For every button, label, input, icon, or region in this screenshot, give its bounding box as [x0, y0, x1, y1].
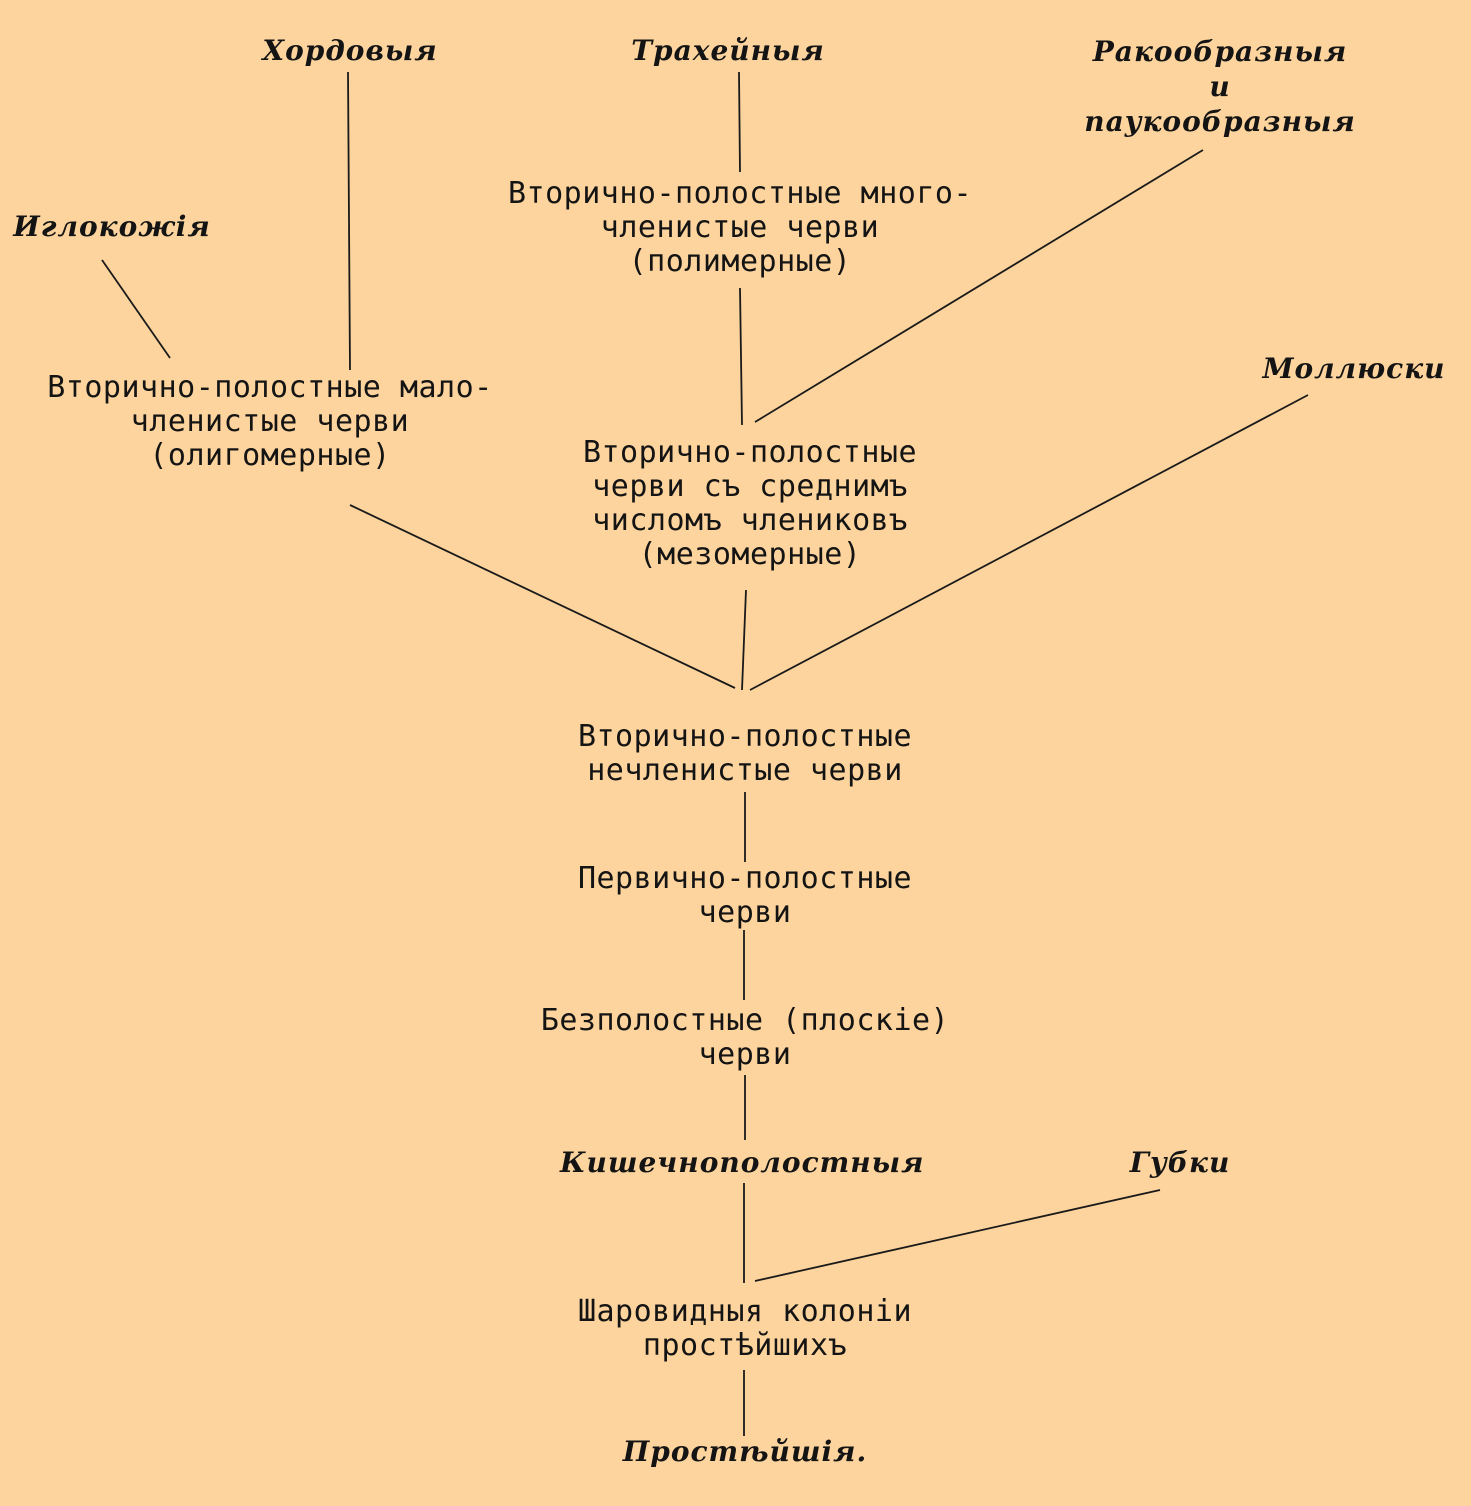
- node-sponges: Губки: [1110, 1146, 1250, 1180]
- edge-polymeric-to-mesomeric: [739, 287, 743, 426]
- node-molluscs: Моллюски: [1254, 352, 1454, 386]
- edge-chordates-to-oligomeric: [347, 71, 351, 371]
- node-label-line: Вторично-полостные мало-: [47, 370, 493, 405]
- node-label-line: Хордовыя: [262, 34, 438, 67]
- node-label-line: Вторично-полостные: [582, 435, 918, 470]
- node-flatworms: Безполостные (плоскіе)черви: [520, 1004, 970, 1072]
- node-label-line: черви съ среднимъ: [592, 469, 908, 504]
- node-oligomeric-worms: Вторично-полостные мало-членистые черви(…: [20, 371, 520, 473]
- node-label-line: членистые черви: [130, 404, 410, 439]
- node-label-line: Трахейныя: [631, 34, 825, 67]
- node-label-line: черви: [698, 895, 792, 930]
- node-label-line: Иглокожія: [13, 210, 211, 243]
- node-label-line: (мезомерные): [638, 537, 862, 572]
- node-label-line: числомъ члениковъ: [592, 503, 908, 538]
- node-label-line: Ракообразныя: [1092, 35, 1348, 68]
- node-label-line: Простѣйшія.: [622, 1435, 868, 1468]
- node-label-line: черви: [698, 1037, 792, 1072]
- node-tracheates: Трахейныя: [628, 34, 828, 68]
- node-label-line: простѣйшихъ: [642, 1328, 848, 1363]
- node-label-line: членистые черви: [600, 210, 880, 245]
- edge-echinoderms-to-oligomeric: [101, 259, 171, 359]
- edge-crustaceans-to-mesomeric: [754, 149, 1204, 423]
- node-label-line: паукообразныя: [1084, 105, 1356, 138]
- node-label-line: (олигомерные): [149, 438, 391, 473]
- edge-tracheates-to-polymeric: [738, 71, 741, 173]
- node-label-line: Вторично-полостные: [577, 719, 913, 754]
- node-label-line: Губки: [1129, 1146, 1231, 1179]
- edge-molluscs-to-unsegmented: [749, 394, 1309, 691]
- edge-oligomeric-to-unsegmented: [349, 504, 736, 689]
- node-chordates: Хордовыя: [250, 34, 450, 68]
- node-label-line: нечленистые черви: [587, 753, 903, 788]
- node-label-line: Первично-полостные: [577, 861, 913, 896]
- node-label-line: Кишечнополостныя: [560, 1146, 925, 1179]
- node-echinoderms: Иглокожія: [12, 210, 212, 244]
- node-polymeric-worms: Вторично-полостные много-членистые черви…: [480, 177, 1000, 279]
- edge-sponges-to-colonies: [754, 1189, 1161, 1282]
- edge-mesomeric-to-unsegmented: [741, 589, 747, 691]
- node-label-line: и: [1209, 70, 1231, 103]
- node-protozoa: Простѣйшія.: [590, 1435, 900, 1469]
- node-coelenterates: Кишечнополостныя: [560, 1146, 925, 1180]
- node-label-line: (полимерные): [628, 244, 852, 279]
- node-label-line: Шаровидныя колоніи: [577, 1294, 913, 1329]
- node-label-line: Безполостные (плоскіе): [540, 1003, 950, 1038]
- node-label-line: Вторично-полостные много-: [507, 176, 973, 211]
- node-label-line: Моллюски: [1262, 352, 1446, 385]
